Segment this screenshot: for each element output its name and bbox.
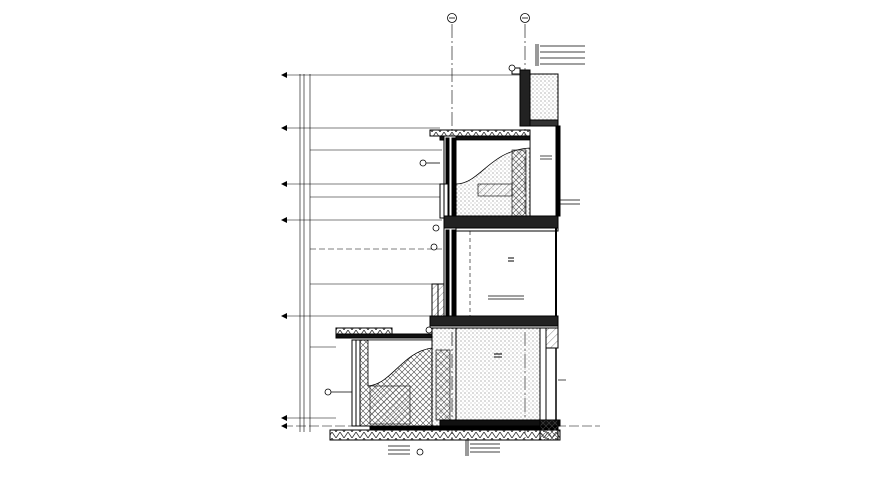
callout-bubble [508,64,516,72]
note-leader-bottom [388,440,500,456]
level-lines [283,74,600,432]
callout-bubble [430,243,438,251]
upper-floor [429,67,580,221]
callout-bubble [324,388,332,396]
note-leader-top-right [535,44,585,66]
callout-bubble [425,326,433,334]
callout-bubble [432,224,440,232]
lower-slab [335,315,559,339]
callout-bubble [419,159,427,167]
callout-bubbles [324,64,516,456]
middle-slab [443,215,559,232]
ground-floor [329,327,561,441]
grid-bubble-left [447,13,457,23]
middle-room [431,227,557,321]
callout-bubble [416,448,424,456]
note-marks-right [540,155,566,381]
level-arrows [281,72,287,429]
grid-bubble-right [520,13,530,23]
